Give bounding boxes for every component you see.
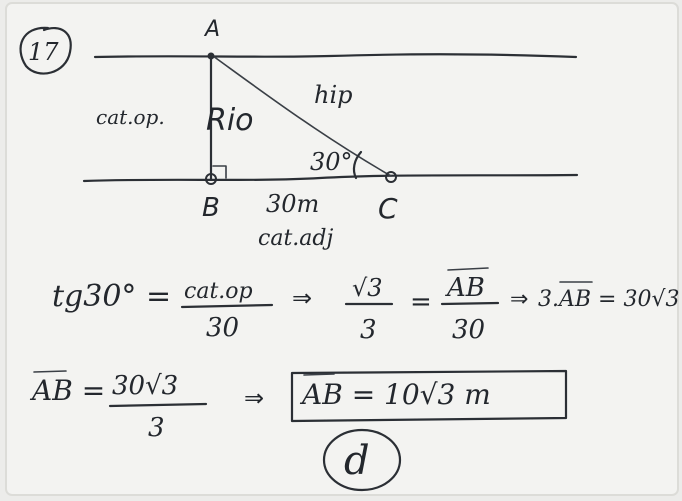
eq1-frac3-bar: [440, 301, 500, 306]
eq1-frac2-numerator: √3: [352, 274, 383, 302]
point-a: [207, 52, 215, 60]
vertex-b-label: B: [202, 193, 220, 223]
answer-overline: [303, 373, 335, 376]
eq1-frac1-denominator: 30: [206, 313, 239, 343]
vertex-c-label: C: [378, 192, 398, 225]
river-label: Rio: [206, 103, 254, 138]
eq1-equals: =: [410, 287, 432, 317]
eq2-arrow: ⇒: [244, 384, 264, 412]
adjacent-leg-label: cat.adj: [258, 226, 333, 251]
equation-1: tg30° = cat.op 30 ⇒ √3 3 = AB 30 ⇒ 3.AB …: [52, 267, 679, 345]
river-bank-bottom: [82, 173, 579, 183]
answer-box: [290, 369, 568, 423]
vertex-a-label: A: [203, 17, 220, 42]
problem-number-badge: 17: [19, 26, 72, 75]
answer-choice: d: [322, 428, 402, 492]
eq2-frac-numerator: 30√3: [112, 371, 178, 401]
eq1-frac3-overline: [447, 267, 489, 271]
point-c: [385, 171, 397, 183]
eq1-frac1-numerator: cat.op: [184, 279, 253, 304]
eq2-frac-denominator: 3: [148, 413, 165, 443]
eq1-frac3-denominator: 30: [452, 315, 485, 345]
boxed-answer: AB = 10√3 m: [299, 378, 491, 411]
problem-number: 17: [28, 38, 59, 66]
eq1-arrow-1: ⇒: [292, 284, 312, 312]
eq1-arrow-2: ⇒: [510, 287, 528, 312]
eq1-lhs: tg30° =: [52, 279, 171, 314]
right-angle-mark: [212, 165, 227, 179]
hypotenuse-label: hip: [314, 81, 353, 109]
opposite-leg-label: cat.op.: [96, 105, 165, 129]
river-bank-top: [93, 53, 578, 59]
answer-circle: [322, 428, 402, 492]
eq2-frac-bar: [108, 402, 208, 408]
equation-2: AB = 30√3 3 ⇒ AB = 10√3 m: [29, 369, 568, 443]
angle-label: 30°: [310, 148, 353, 176]
angle-arc: [352, 150, 363, 180]
eq1-frac3-numerator: AB: [445, 273, 485, 303]
eq1-result: 3.AB = 30√3: [538, 287, 679, 312]
eq1-frac2-denominator: 3: [360, 315, 377, 345]
point-b: [205, 173, 217, 185]
hypotenuse-ac: [212, 55, 392, 177]
eq2-lhs: AB =: [29, 374, 105, 407]
answer-letter: d: [344, 438, 370, 484]
eq1-frac1-bar: [180, 303, 274, 309]
base-length-label: 30m: [266, 190, 319, 218]
eq2-lhs-overline: [33, 370, 67, 373]
